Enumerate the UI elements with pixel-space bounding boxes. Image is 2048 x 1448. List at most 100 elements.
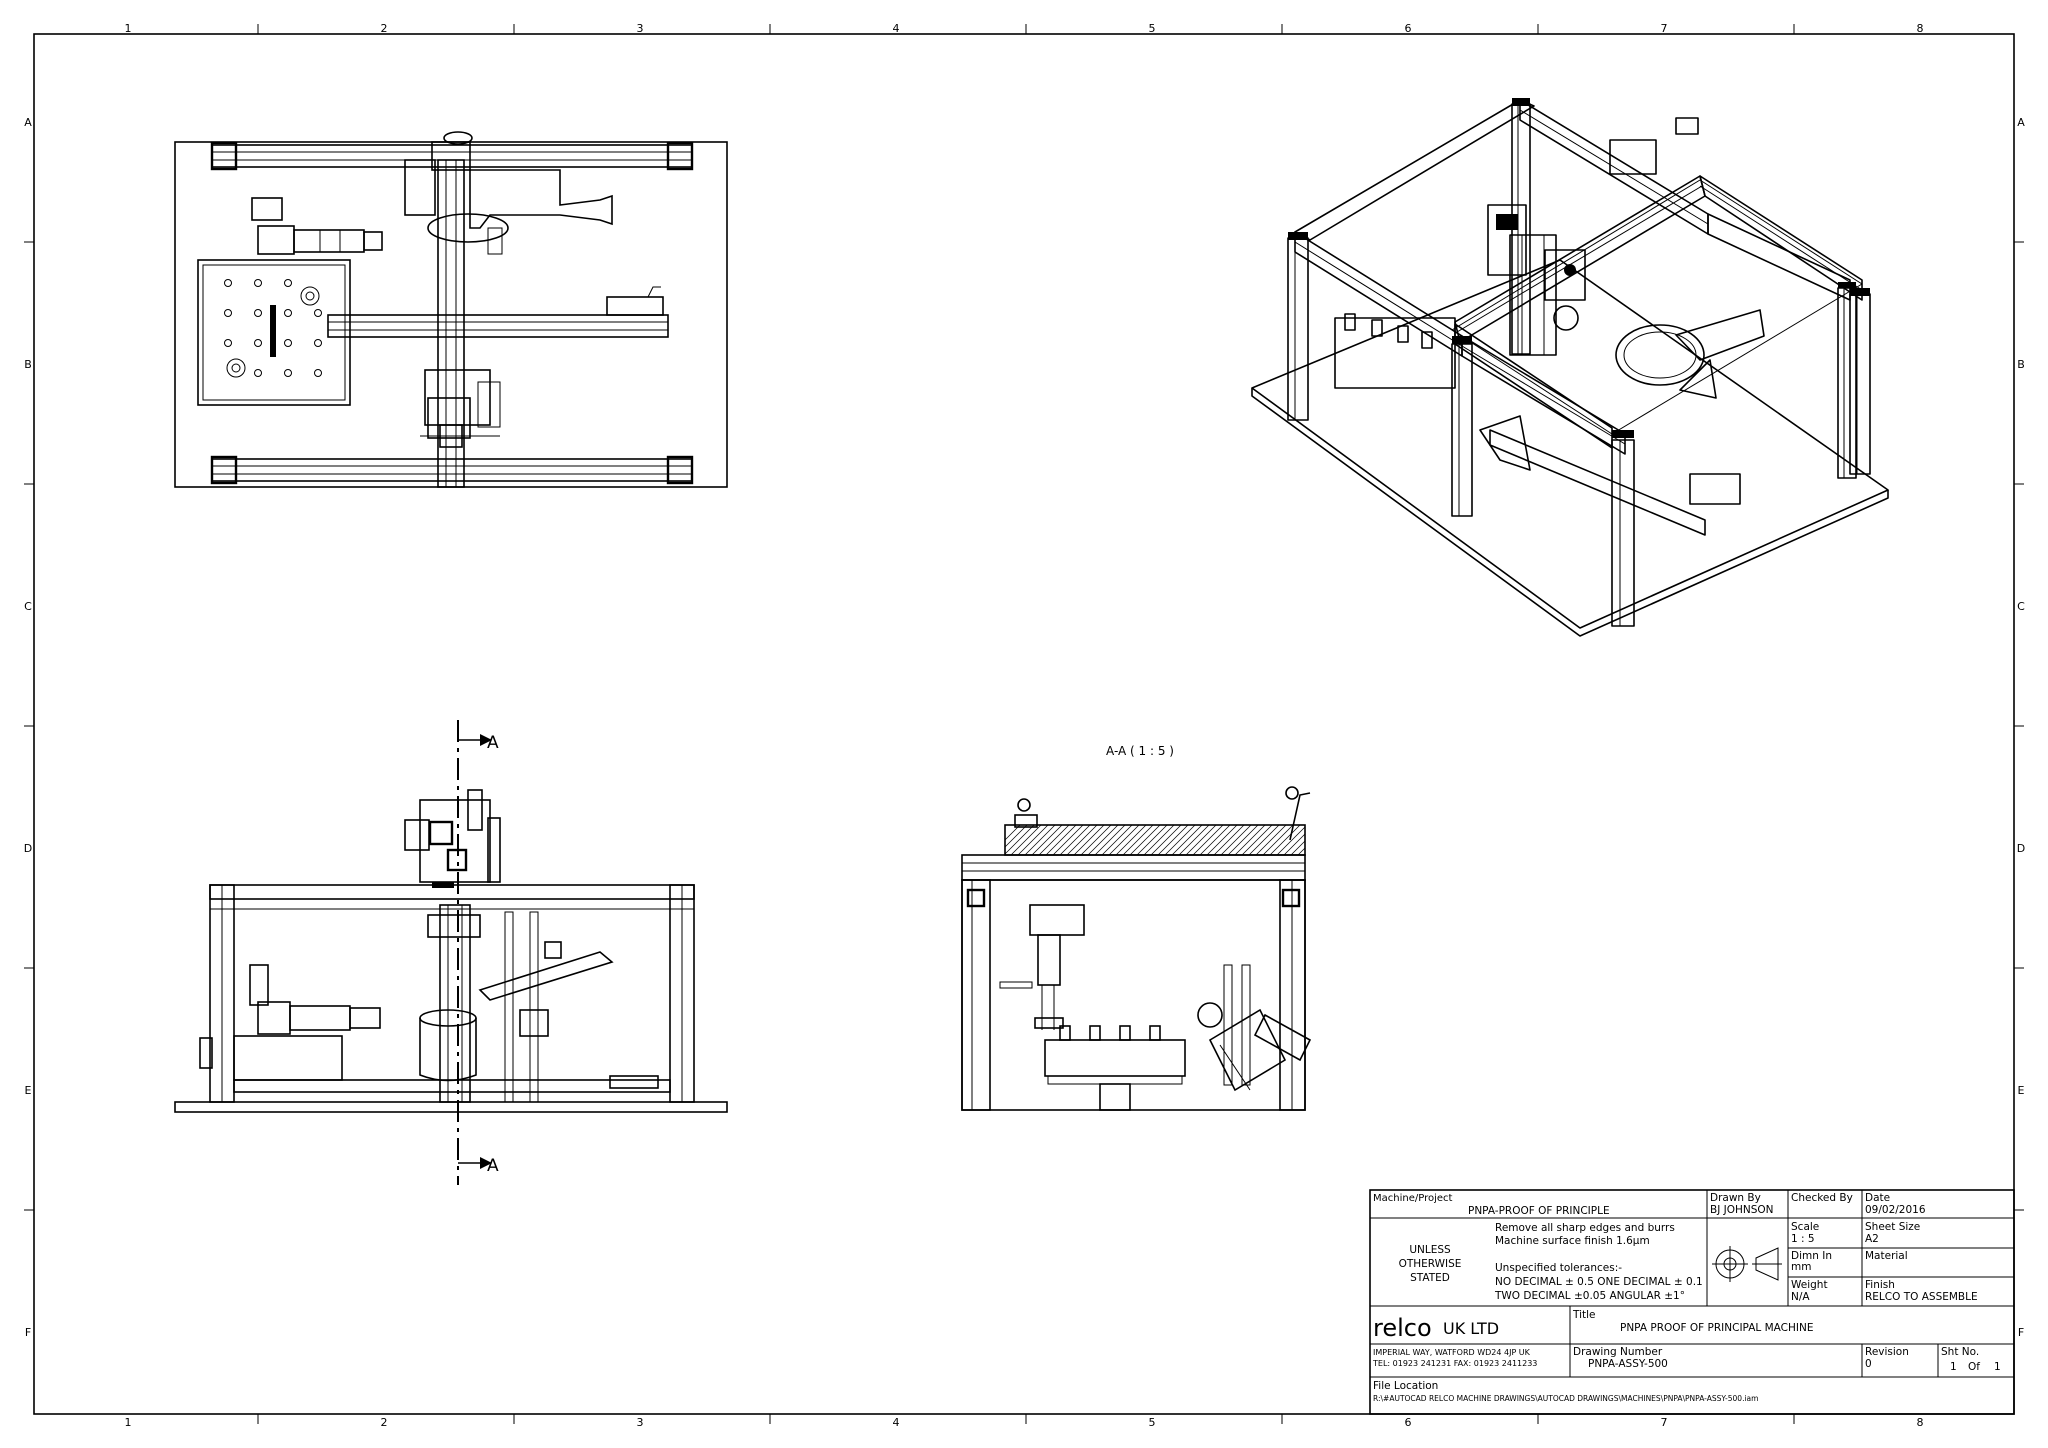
third-angle-projection-icon [1712,1246,1782,1282]
zone-row-label: B [24,358,32,371]
unless-text: UNLESS [1409,1244,1451,1256]
zone-row-label: F [25,1326,31,1339]
checked-by-label: Checked By [1791,1192,1853,1204]
zone-col-label: 3 [637,1416,644,1429]
zone-col-label: 1 [125,1416,132,1429]
date-value: 09/02/2016 [1865,1204,1926,1216]
note-tol-decimal: NO DECIMAL ± 0.5 ONE DECIMAL ± 0.1 [1495,1276,1703,1288]
section-hatch-line [1206,825,1238,855]
sheet-size-label: Sheet Size [1865,1221,1920,1233]
section-hatch-line [1220,825,1252,855]
section-hatch-line [1312,825,1342,855]
sheet-no-value: 1 [1950,1361,1957,1373]
section-marker-top: A [487,733,499,753]
front-view: A A [174,720,728,1185]
section-hatch-line [1005,825,1035,855]
section-hatch-line [1178,825,1210,855]
dimn-label: Dimn In [1791,1250,1832,1262]
weight-value: N/A [1791,1291,1810,1303]
machine-project-value: PNPA-PROOF OF PRINCIPLE [1468,1205,1610,1217]
finish-value: RELCO TO ASSEMBLE [1865,1291,1978,1303]
section-hatch-line [1017,825,1049,855]
zone-col-label: 5 [1149,22,1156,35]
zone-row-label: E [25,1084,32,1097]
section-hatch-line [1248,825,1280,855]
section-hatch-line [1038,825,1070,855]
note-finish: Machine surface finish 1.6μm [1495,1235,1650,1247]
zone-row-label: C [2017,600,2025,613]
section-hatch-line [1136,825,1168,855]
zone-row-label: D [2017,842,2025,855]
section-hatch-line [1262,825,1294,855]
sheet-border: 1 2 3 4 5 6 7 8 1 2 3 4 5 6 7 8 A B C D … [24,22,2025,1429]
company-suffix: UK LTD [1443,1319,1499,1338]
top-view [174,131,728,488]
section-hatch-line [1094,825,1126,855]
zone-col-label: 5 [1149,1416,1156,1429]
section-hatch-line [1157,825,1189,855]
section-hatch-line [1227,825,1259,855]
zone-col-label: 8 [1917,1416,1924,1429]
section-hatch-line [1129,825,1161,855]
zone-row-label: F [2018,1326,2024,1339]
section-hatch-line [1319,825,1349,855]
section-hatch-line [1192,825,1224,855]
section-view-title: A-A ( 1 : 5 ) [1106,744,1174,758]
zone-col-label: 6 [1405,1416,1412,1429]
zone-col-label: 1 [125,22,132,35]
section-hatch-line [1122,825,1154,855]
section-hatch-line [1304,854,1305,855]
material-label: Material [1865,1250,1908,1262]
scale-value: 1 : 5 [1791,1233,1815,1245]
section-hatch-line [1269,825,1301,855]
zone-col-label: 2 [381,1416,388,1429]
machine-project-label: Machine/Project [1373,1193,1453,1204]
company-phone: TEL: 01923 241231 FAX: 01923 2411233 [1372,1359,1537,1368]
section-hatch-line [1087,825,1119,855]
note-tolerances: Unspecified tolerances:- [1495,1262,1622,1274]
sheet-of-text: Of [1968,1361,1980,1373]
zone-row-label: D [24,842,32,855]
zone-row-label: A [2017,116,2025,129]
section-marker-bottom: A [487,1156,499,1176]
zone-row-label: A [24,116,32,129]
section-hatch-line [1150,825,1182,855]
company-logo: relco [1373,1314,1432,1342]
title-block: Machine/Project PNPA-PROOF OF PRINCIPLE … [1369,1189,2015,1415]
date-label: Date [1865,1192,1890,1204]
zone-row-label: B [2017,358,2025,371]
otherwise-text: OTHERWISE [1399,1258,1462,1270]
section-hatch-line [1234,825,1266,855]
weight-label: Weight [1791,1279,1828,1291]
zone-col-label: 2 [381,22,388,35]
section-hatch-line [1255,825,1287,855]
section-hatch-line [1213,825,1245,855]
title-label: Title [1572,1309,1596,1321]
zone-col-label: 6 [1405,22,1412,35]
sheet-total-value: 1 [1994,1361,2001,1373]
section-hatch-line [1010,825,1042,855]
sheet-size-value: A2 [1865,1233,1879,1245]
section-hatch-line [1108,825,1140,855]
zone-row-label: E [2018,1084,2025,1097]
zone-row-label: C [24,600,32,613]
section-hatch-line [1241,825,1273,855]
section-hatch-line [1101,825,1133,855]
section-hatch-line [1045,825,1077,855]
zone-col-label: 4 [893,1416,900,1429]
zone-col-label: 7 [1661,22,1668,35]
drawing-number-label: Drawing Number [1573,1346,1663,1358]
section-hatch-line [1005,825,1021,841]
section-hatch-line [1066,825,1098,855]
zone-col-label: 8 [1917,22,1924,35]
section-hatch-line [1005,825,1028,848]
section-hatch-line [1143,825,1175,855]
section-hatch-line [1059,825,1091,855]
drawing-number-value: PNPA-ASSY-500 [1588,1358,1668,1370]
file-location-value: R:\#AUTOCAD RELCO MACHINE DRAWINGS\AUTOC… [1373,1394,1758,1403]
section-hatch-line [1185,825,1217,855]
dimn-value: mm [1791,1261,1811,1273]
stated-text: STATED [1410,1272,1450,1284]
